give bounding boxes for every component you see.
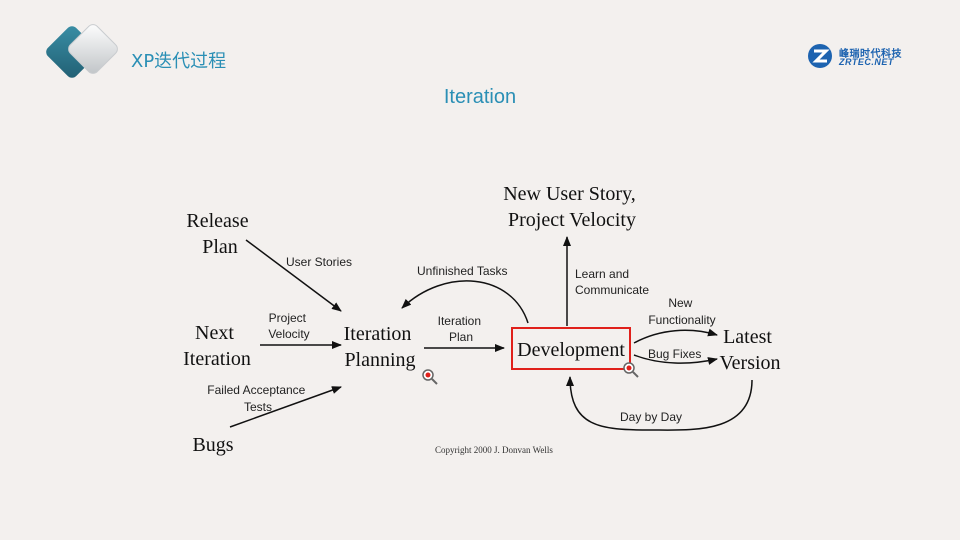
brand-z-icon (808, 44, 832, 68)
edge-project-velocity-line1: Project (269, 311, 307, 325)
node-latest-version: Latest Version (719, 326, 780, 374)
node-release-plan-line2: Plan (202, 236, 238, 258)
xp-iteration-diagram: Release Plan Next Iteration Bugs Iterati… (183, 183, 780, 456)
development-highlight-box (511, 327, 631, 370)
slide-title: XP迭代过程 (131, 51, 227, 72)
edge-unfinished-tasks-label: Unfinished Tasks (417, 264, 508, 278)
edge-new-functionality-arrow (633, 328, 718, 344)
node-latest-version-line1: Latest (723, 326, 772, 348)
edge-new-functionality-line1: New (668, 296, 692, 310)
edge-project-velocity-line2: Velocity (268, 327, 309, 341)
node-next-iteration: Next Iteration (183, 322, 251, 370)
slide-logo-mark (46, 24, 118, 78)
slide-subtitle: Iteration (443, 86, 517, 108)
edge-failed-acceptance-line1: Failed Acceptance (207, 383, 305, 397)
edge-learn-communicate-line1: Learn and (575, 267, 629, 281)
edge-unfinished-tasks-arrow (401, 280, 529, 324)
edge-day-by-day-arrow (566, 376, 753, 431)
node-release-plan: Release Plan (186, 210, 253, 258)
edge-user-stories-label: User Stories (286, 255, 352, 269)
edge-failed-acceptance-arrow (229, 386, 342, 428)
edge-new-functionality-line2: Functionality (648, 313, 715, 327)
edge-failed-acceptance-line2: Tests (244, 400, 272, 414)
zoom-icon (623, 362, 639, 378)
edge-learn-communicate-line2: Communicate (575, 283, 649, 297)
edge-learn-communicate-label: Learn and Communicate (575, 267, 649, 297)
edge-day-by-day-label: Day by Day (620, 410, 682, 424)
diagram-copyright: Copyright 2000 J. Donvan Wells (435, 445, 553, 455)
edge-user-stories-arrow (245, 239, 342, 312)
edge-new-functionality-label: New Functionality (648, 296, 715, 327)
node-new-user-story-line2: Project Velocity (508, 209, 636, 231)
node-new-user-story: New User Story, Project Velocity (503, 183, 641, 231)
node-release-plan-line1: Release (186, 210, 248, 232)
node-iteration-planning-line1: Iteration (344, 323, 412, 345)
brand-logo: 峰瑞时代科技 ZRTEC.NET (806, 41, 916, 71)
node-next-iteration-line1: Next (195, 322, 234, 344)
edge-bug-fixes-label: Bug Fixes (648, 347, 701, 361)
edge-failed-acceptance-label: Failed Acceptance Tests (207, 383, 308, 414)
edge-bug-fixes-arrow (633, 354, 718, 365)
node-new-user-story-line1: New User Story, (503, 183, 636, 205)
node-bugs-line1: Bugs (192, 434, 233, 456)
brand-name-cn: 峰瑞时代科技 (839, 49, 902, 60)
node-iteration-planning-line2: Planning (344, 349, 415, 371)
node-latest-version-line2: Version (719, 352, 780, 374)
node-bugs: Bugs (192, 434, 233, 456)
node-development: Development (517, 339, 625, 361)
node-iteration-planning: Iteration Planning (344, 323, 417, 371)
zoom-icon (422, 369, 438, 385)
edge-project-velocity-label: Project Velocity (268, 311, 309, 341)
node-next-iteration-line2: Iteration (183, 348, 251, 370)
brand-name-en: ZRTEC.NET (839, 57, 894, 67)
edge-iteration-plan-line2: Plan (449, 330, 473, 344)
edge-iteration-plan-line1: Iteration (438, 314, 481, 328)
edge-iteration-plan-label: Iteration Plan (438, 314, 485, 344)
